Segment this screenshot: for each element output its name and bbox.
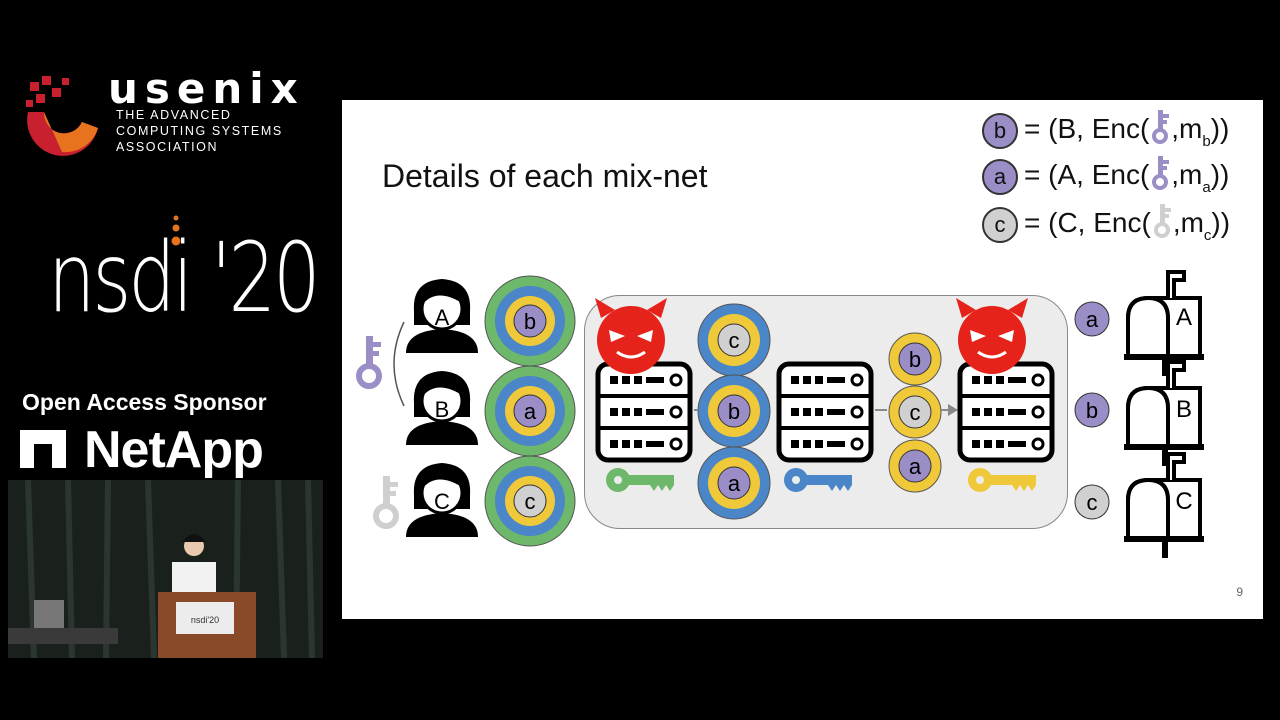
legend-b-suffix: )) <box>1210 113 1230 144</box>
delivered-a-label: a <box>1086 307 1099 332</box>
stage2-b-label: b <box>909 347 921 372</box>
legend-c-prefix: = (C, Enc( <box>1024 207 1151 238</box>
purple-shared-key-icon <box>356 336 382 389</box>
stage2-c-label: c <box>910 400 921 425</box>
delivered-c-label: c <box>1087 490 1098 515</box>
message-c-badge: c <box>982 206 1018 243</box>
legend-b-sub: b <box>1202 133 1211 150</box>
nsdi-dots-icon <box>171 215 181 246</box>
user-b-label: B <box>435 397 450 422</box>
usenix-logo-icon <box>26 76 99 156</box>
usenix-wordmark: usenix <box>108 64 305 113</box>
mailbox-a-label: A <box>1176 304 1192 331</box>
legend-b-msg: ,m <box>1171 113 1203 144</box>
user-c-label: C <box>434 489 450 514</box>
legend-a-msg: ,m <box>1171 159 1203 190</box>
onion-a <box>484 365 576 457</box>
blue-key-icon <box>784 468 852 492</box>
legend-row-a: a= (A, Enc(,ma)) <box>982 154 1229 196</box>
delivered-b-label: b <box>1086 398 1098 423</box>
conference-logo: nsdi '20 <box>48 222 321 334</box>
stage2-message-a <box>888 439 942 493</box>
usenix-tagline: THE ADVANCED COMPUTING SYSTEMS ASSOCIATI… <box>116 107 283 155</box>
mixnet-diagram: A B C b a <box>356 270 1206 560</box>
stage1-message-b <box>697 374 771 448</box>
legend-c-suffix: )) <box>1211 207 1231 238</box>
user-a-label: A <box>435 305 450 330</box>
mailbox-b-label: B <box>1176 396 1192 423</box>
stage1-a-label: a <box>728 471 741 496</box>
svg-text:nsdi'20: nsdi'20 <box>191 615 219 625</box>
slide-page-number: 9 <box>1236 585 1243 599</box>
legend-b-prefix: = (B, Enc( <box>1024 113 1150 144</box>
stage2-message-b <box>888 332 942 386</box>
stage1-message-a <box>697 446 771 520</box>
onion-a-label: a <box>524 399 537 424</box>
stage1-c-label: c <box>729 328 740 353</box>
speaker-video: nsdi'20 <box>8 480 323 658</box>
shared-key-arrow <box>393 321 405 407</box>
yellow-key-icon <box>968 468 1036 492</box>
sponsor-name: NetApp <box>84 421 264 479</box>
legend-a-prefix: = (A, Enc( <box>1024 159 1150 190</box>
onion-c-label: c <box>525 489 536 514</box>
purple-key-icon <box>1152 156 1170 190</box>
legend-a-sub: a <box>1202 179 1211 196</box>
message-b-badge: b <box>982 112 1018 149</box>
onion-c <box>484 455 576 547</box>
server-3-icon <box>960 364 1052 460</box>
legend-a-suffix: )) <box>1210 159 1230 190</box>
server-2-icon <box>779 364 871 460</box>
green-key-icon <box>606 468 674 492</box>
legend-row-c: c= (C, Enc(,mc)) <box>982 202 1230 244</box>
sponsor-label: Open Access Sponsor <box>22 389 267 415</box>
netapp-logo-icon <box>20 430 66 468</box>
legend-c-sub: c <box>1203 227 1212 244</box>
message-a-badge: a <box>982 158 1018 195</box>
grey-key-icon <box>1153 204 1171 238</box>
onion-b <box>484 275 576 367</box>
devil-2-icon <box>954 296 1030 376</box>
tagline-line-3: ASSOCIATION <box>116 140 219 154</box>
stage2-message-c <box>888 385 942 439</box>
onion-b-label: b <box>524 309 536 334</box>
grey-user-key-icon <box>373 476 399 529</box>
delivered-b-badge <box>1074 392 1110 428</box>
mailbox-c-label: C <box>1175 488 1192 515</box>
tagline-line-2: COMPUTING SYSTEMS <box>116 124 283 138</box>
tagline-line-1: THE ADVANCED <box>116 108 232 122</box>
slide-title: Details of each mix-net <box>382 158 708 194</box>
purple-key-icon <box>1152 110 1170 144</box>
stage1-b-label: b <box>728 399 740 424</box>
stage2-a-label: a <box>909 454 922 479</box>
delivered-a-badge <box>1074 301 1110 337</box>
slide: Details of each mix-net b= (B, Enc(,mb))… <box>342 100 1263 619</box>
devil-1-icon <box>593 296 669 376</box>
server-1-icon <box>598 364 690 460</box>
delivered-c-badge <box>1074 484 1110 520</box>
legend-c-msg: ,m <box>1172 207 1204 238</box>
legend-row-b: b= (B, Enc(,mb)) <box>982 108 1229 150</box>
